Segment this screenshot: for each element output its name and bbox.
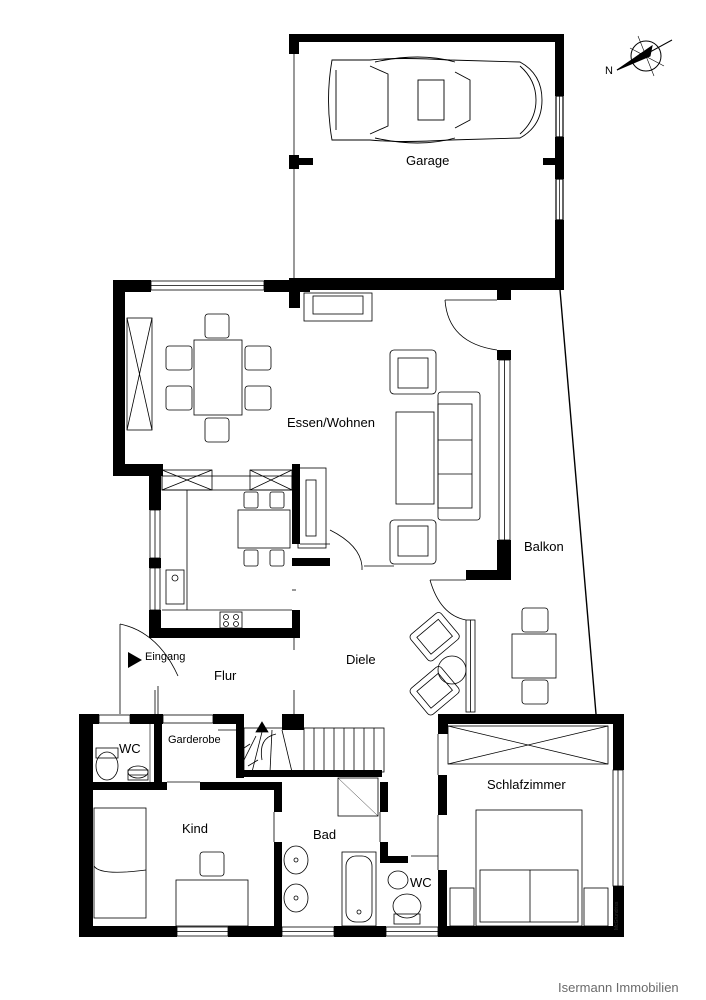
room-label-balkon: Balkon	[524, 539, 564, 554]
wc-right-fixtures	[387, 870, 422, 925]
windows	[79, 280, 624, 937]
room-label-essen-wohnen: Essen/Wohnen	[287, 415, 375, 430]
north-arrow-icon	[616, 35, 673, 77]
room-label-garderobe: Garderobe	[168, 734, 221, 746]
kids-room-furniture	[93, 807, 249, 927]
bathroom-fixtures	[283, 777, 379, 927]
room-label-wc-left: WC	[119, 741, 141, 756]
staircase	[243, 721, 385, 773]
brand-label: Isermann Immobilien	[558, 980, 679, 995]
kitchen-furniture	[161, 469, 293, 629]
wc-left-fixtures	[95, 720, 151, 782]
balcony-outline	[559, 289, 597, 715]
credit-label: McGrundriss	[614, 901, 620, 930]
room-label-kind: Kind	[182, 821, 209, 836]
exterior-walls	[79, 280, 624, 937]
entrance-arrow-icon	[128, 652, 142, 668]
bedroom-furniture	[447, 725, 609, 927]
room-label-wc-right: WC	[410, 875, 432, 890]
garage-windows	[555, 95, 564, 221]
room-label-garage: Garage	[406, 153, 450, 168]
room-label-bad: Bad	[313, 827, 337, 842]
room-label-flur: Flur	[214, 668, 237, 683]
north-label: N	[605, 65, 613, 77]
doors	[119, 299, 498, 870]
garage-walls	[289, 34, 564, 290]
room-label-eingang: Eingang	[145, 651, 186, 663]
living-furniture	[126, 292, 481, 565]
car-icon	[328, 56, 543, 144]
room-label-diele: Diele	[346, 652, 376, 667]
room-label-schlafzimmer: Schlafzimmer	[487, 777, 566, 792]
balcony-furniture	[409, 607, 557, 716]
